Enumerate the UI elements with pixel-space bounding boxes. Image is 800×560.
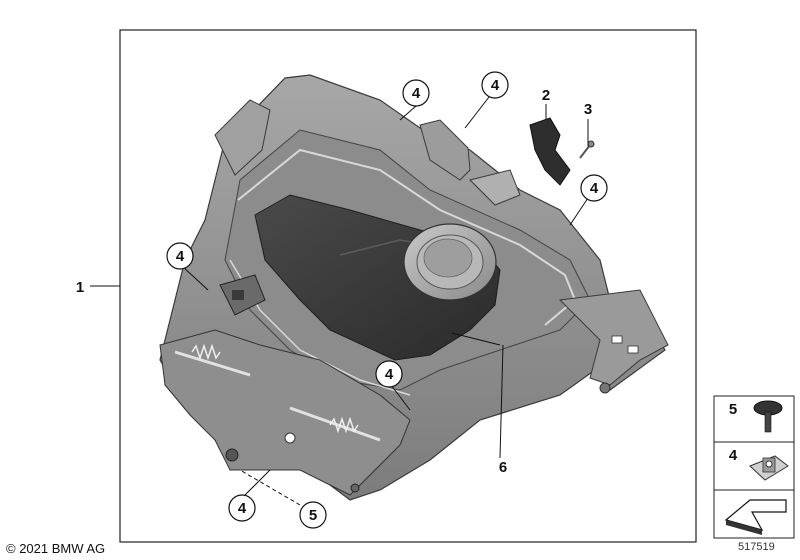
callout-4-a: 4 [402,79,430,107]
svg-text:4: 4 [590,180,599,197]
callout-6: 6 [499,459,507,476]
legend-box-arrow [713,489,795,539]
callout-2: 2 [542,87,550,104]
svg-text:4: 4 [491,77,500,94]
svg-text:4: 4 [385,366,394,383]
svg-text:4: 4 [176,248,185,265]
clip-part-2 [529,117,571,186]
svg-text:4: 4 [238,500,247,517]
clip-nut-icon [749,455,789,481]
svg-text:5: 5 [309,507,317,524]
svg-text:4: 4 [729,447,738,464]
callout-4-c: 4 [580,174,608,202]
screw-part-3 [579,140,595,159]
legend-box-4: 4 [713,441,795,491]
lid-flap [254,194,501,361]
copyright-text: © 2021 BMW AG [6,541,106,556]
callout-4-e: 4 [375,360,403,388]
legend-box-5: 5 [713,395,795,443]
leader-lines [90,96,589,506]
callout-4-f: 4 [228,494,256,522]
callout-3: 3 [584,101,592,118]
callout-1: 1 [76,279,84,296]
image-number: 517519 [738,541,775,553]
svg-text:4: 4 [412,85,421,102]
callout-4-b: 4 [481,71,509,99]
navigation-arrow-icon [724,499,787,535]
hinge-plate [159,274,411,496]
push-rivet-icon [753,400,783,433]
svg-text:5: 5 [729,401,737,418]
callout-4-d: 4 [166,242,194,270]
callout-5: 5 [299,501,327,529]
